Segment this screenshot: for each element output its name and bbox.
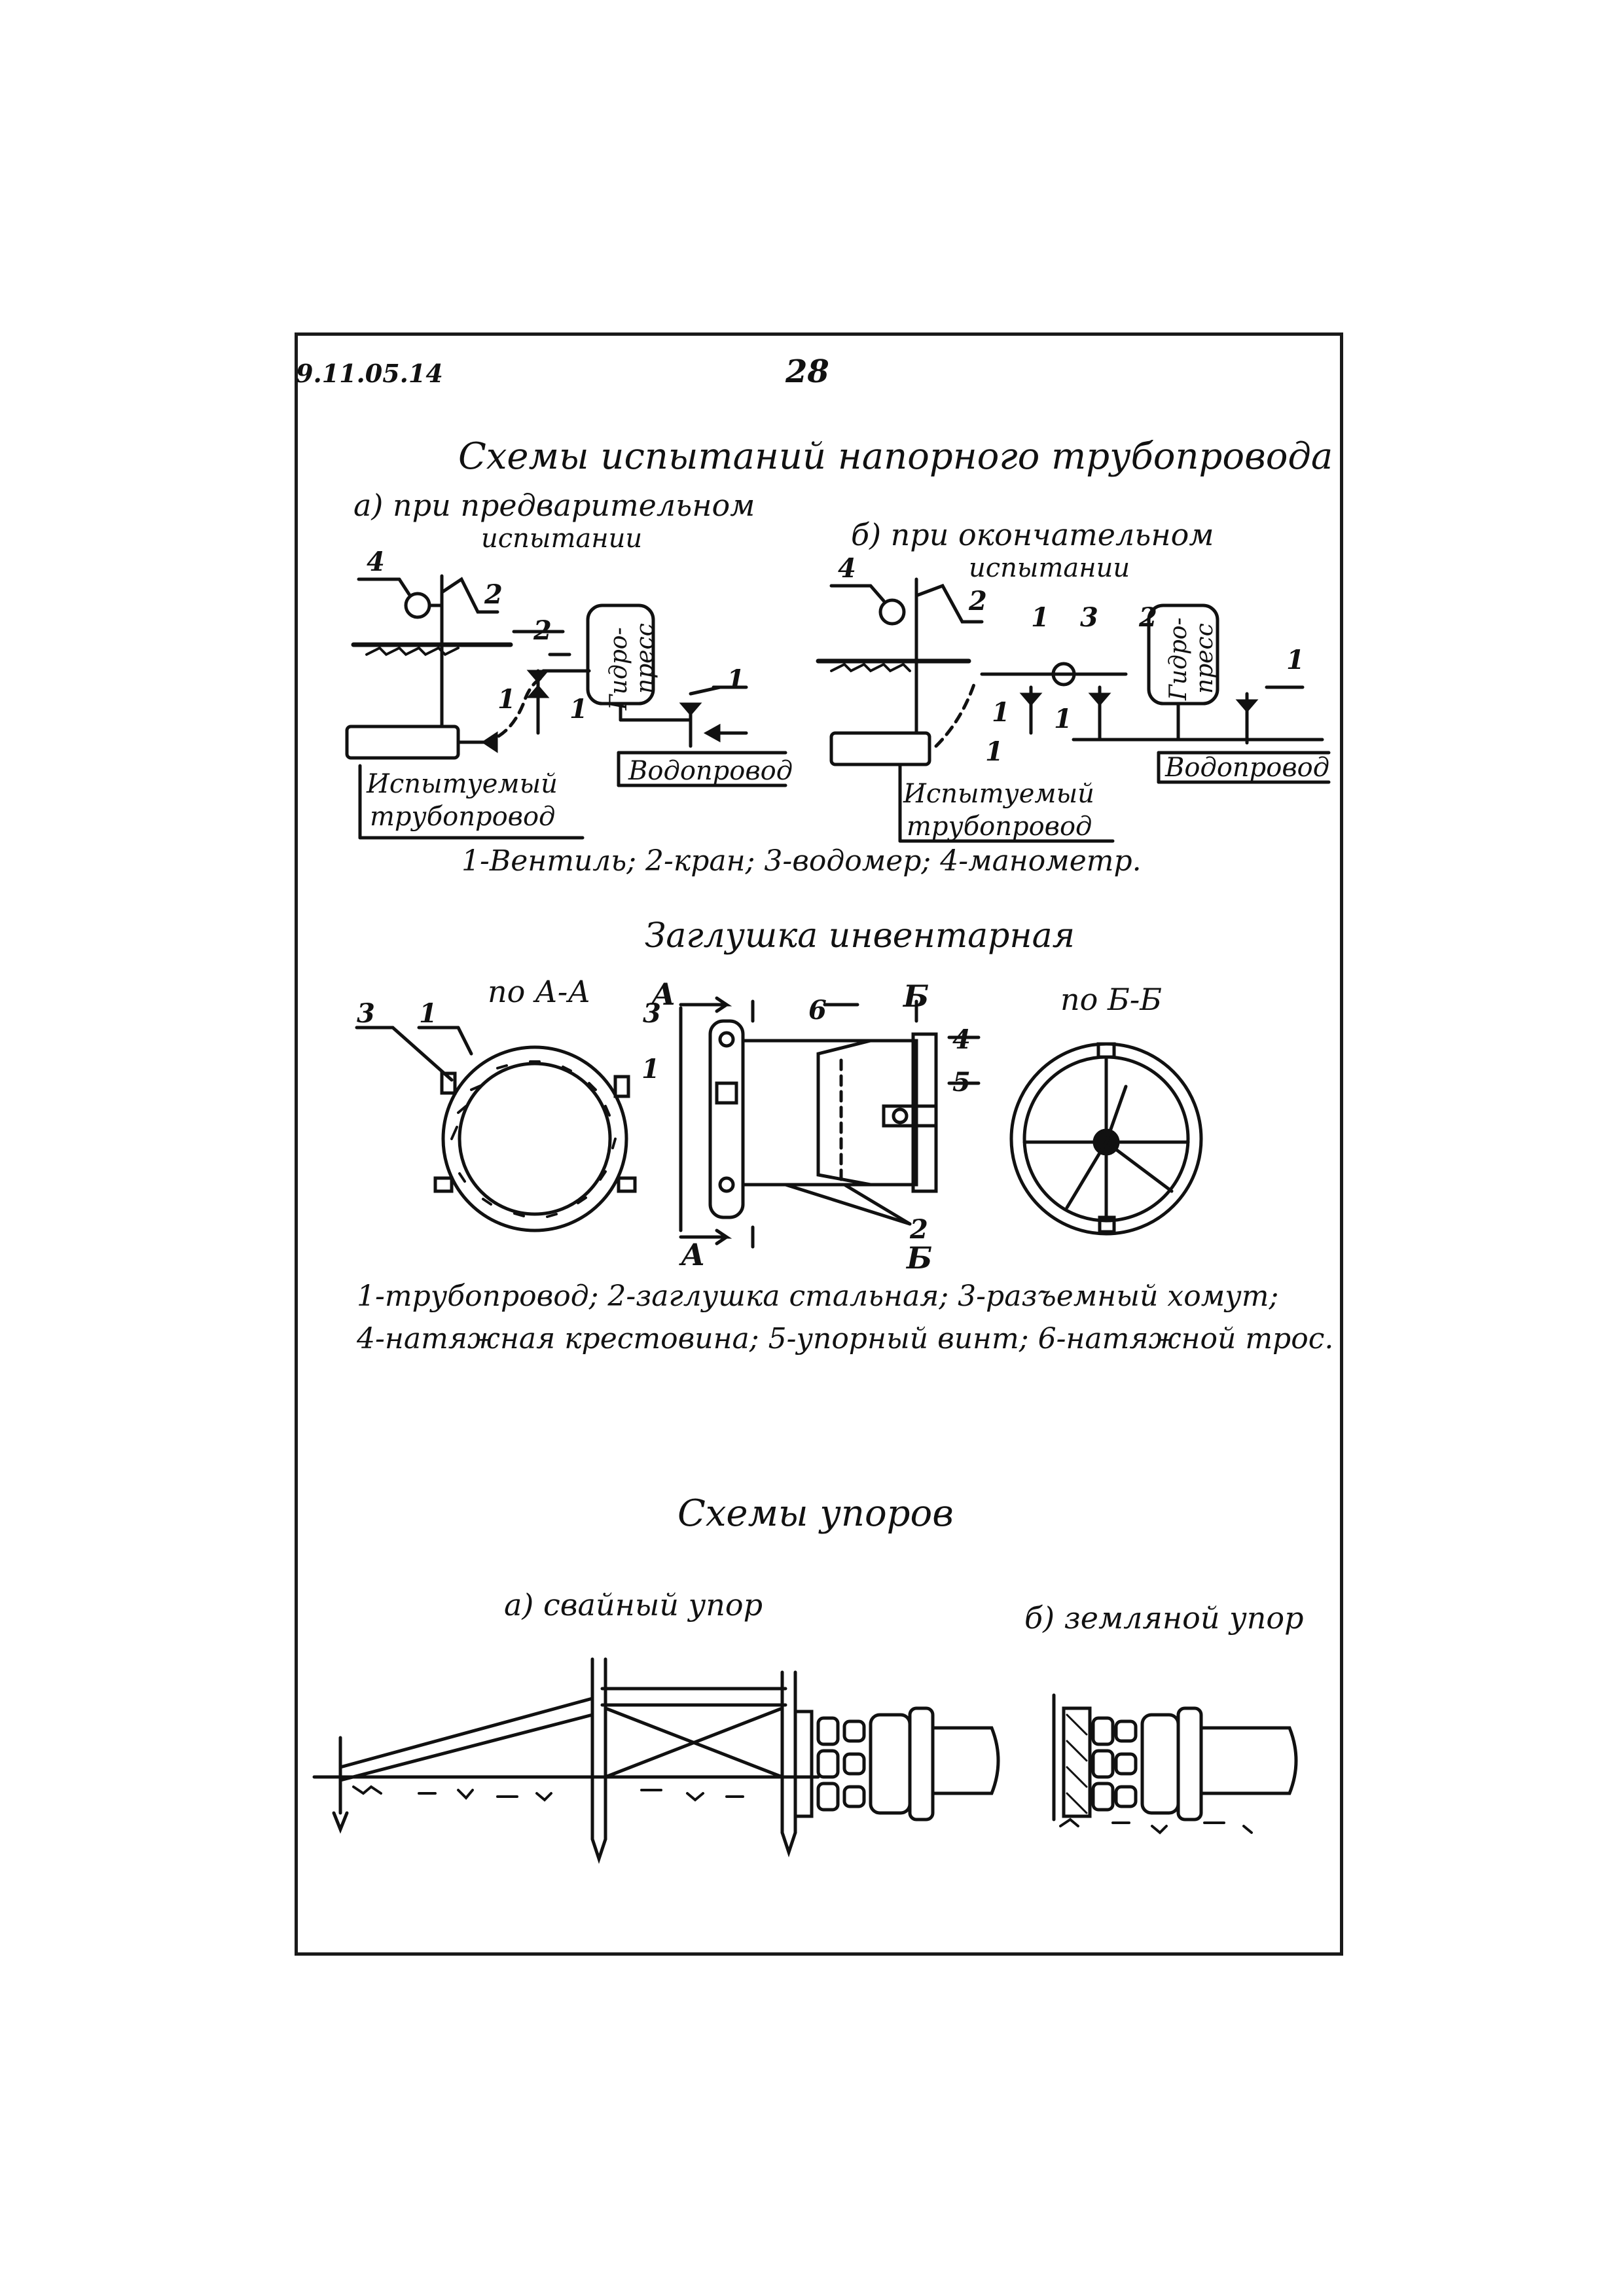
- section1-sub-b-line1: б) при окончательном: [851, 517, 1214, 552]
- water-main-b: Водопровод: [1165, 753, 1330, 783]
- plug-callout-3: 3: [643, 998, 661, 1029]
- callout-1-a-left: 1: [497, 684, 516, 715]
- callout-2-a-top: 2: [484, 579, 503, 610]
- section1-sub-a-line2: испытании: [481, 524, 643, 554]
- section2-legend-line2: 4-натяжная крестовина; 5-упорный винт; 6…: [357, 1322, 1334, 1355]
- section2-legend-line1: 1-трубопровод; 2-заглушка стальная; 3-ра…: [357, 1280, 1279, 1313]
- plug-callout-6: 6: [808, 995, 827, 1026]
- scheme-a-diagram: [347, 576, 785, 838]
- view-bb-label: по Б-Б: [1060, 982, 1163, 1017]
- tested-pipe-a-line1: Испытуемый: [367, 769, 558, 799]
- callout-4-b: 4: [838, 553, 856, 584]
- section3-sub-b: б) земляной упор: [1024, 1600, 1304, 1636]
- scheme-b-diagram: [818, 579, 1329, 841]
- plug-callout-1: 1: [641, 1054, 660, 1085]
- plug-view-aa: [357, 1028, 635, 1230]
- callout-1-b-right: 1: [1286, 645, 1305, 675]
- tested-pipe-b-line1: Испытуемый: [903, 779, 1094, 809]
- plug-side-view: [681, 998, 979, 1247]
- section-mark-b-bottom: Б: [907, 1240, 933, 1276]
- earth-anchor-diagram: [1054, 1695, 1296, 1833]
- section2-title: Заглушка инвентарная: [645, 916, 1075, 956]
- section1-title: Схемы испытаний напорного трубопровода: [458, 435, 1333, 478]
- callout-3-b: 3: [1080, 602, 1098, 633]
- section1-sub-b-line2: испытании: [969, 553, 1130, 583]
- view-aa-label: по А-А: [488, 974, 591, 1009]
- callout-1-b-bottom: 1: [985, 736, 1003, 767]
- section3-sub-a: а) свайный упор: [504, 1587, 763, 1623]
- tested-pipe-b-line2: трубопровод: [907, 812, 1092, 842]
- aa-callout-3: 3: [357, 998, 375, 1029]
- section-mark-a-bottom: А: [681, 1237, 706, 1272]
- callout-1-b-top: 1: [1031, 602, 1049, 633]
- section1-legend: 1-Вентиль; 2-кран; 3-водомер; 4-манометр…: [461, 844, 1142, 878]
- callout-1-a-right: 1: [727, 664, 745, 695]
- callout-1-a-mid: 1: [569, 694, 588, 725]
- drawing-frame: [295, 332, 1343, 1956]
- section1-sub-a-line1: а) при предварительном: [353, 488, 755, 523]
- page-number: 28: [785, 353, 829, 390]
- water-main-a: Водопровод: [628, 756, 793, 786]
- callout-2-b-left: 2: [969, 586, 987, 617]
- document-code: 9.11.05.14: [296, 359, 443, 388]
- callout-4-a: 4: [367, 547, 385, 577]
- pile-anchor-diagram: [314, 1659, 998, 1859]
- aa-callout-1: 1: [419, 998, 437, 1029]
- section-mark-a-top: А: [651, 977, 676, 1012]
- tested-pipe-a-line2: трубопровод: [370, 802, 556, 832]
- plug-callout-4: 4: [952, 1024, 971, 1055]
- callout-1-b-mid: 1: [1054, 704, 1072, 734]
- plug-callout-2: 2: [910, 1214, 928, 1245]
- plug-view-bb: [1011, 1044, 1201, 1234]
- callout-1-b-left: 1: [992, 697, 1010, 728]
- section3-title: Схемы упоров: [677, 1492, 954, 1535]
